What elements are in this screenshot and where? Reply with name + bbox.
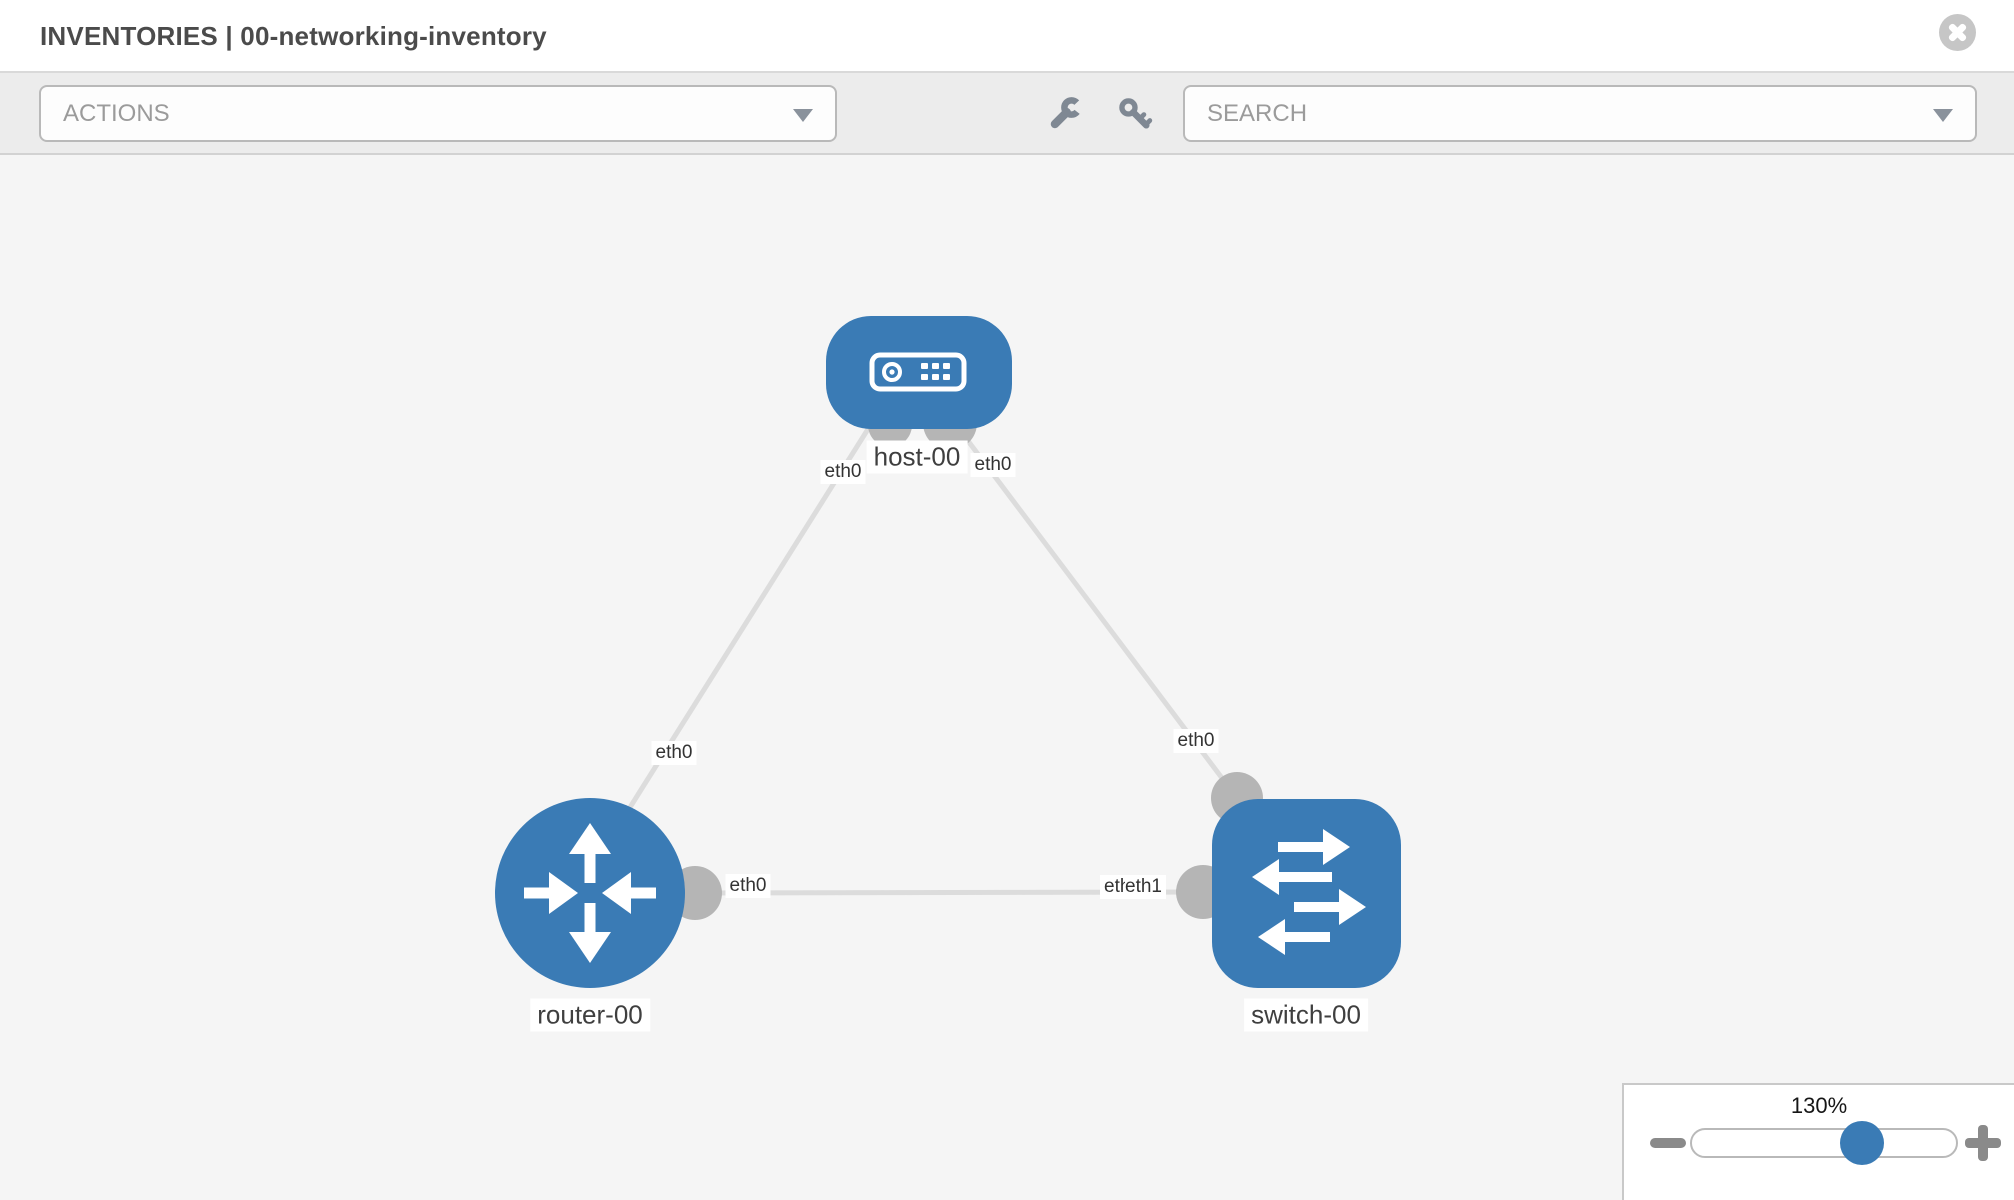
host-icon <box>869 352 967 392</box>
node-label-switch-00: switch-00 <box>1244 998 1368 1032</box>
node-router-00[interactable] <box>495 798 685 988</box>
actions-dropdown[interactable]: ACTIONS <box>39 85 837 142</box>
node-switch-00[interactable] <box>1212 799 1401 988</box>
zoom-slider-handle[interactable] <box>1840 1121 1884 1165</box>
zoom-level: 130% <box>1790 1093 1848 1118</box>
header: INVENTORIES | 00-networking-inventory <box>0 0 2014 73</box>
zoom-slider[interactable] <box>1690 1128 1958 1158</box>
chevron-down-icon <box>793 109 813 122</box>
router-icon <box>524 823 656 963</box>
interface-label-switch-eth1-to-router: eth0eth1 <box>1100 875 1166 899</box>
interface-label-overlapped: eth0 <box>1104 876 1125 897</box>
toolbar: ACTIONS SEARCH <box>0 73 2014 155</box>
interface-label-router-eth0-to-host: eth0 <box>651 741 697 765</box>
wrench-icon[interactable] <box>1046 95 1084 133</box>
zoom-panel: 130% <box>1622 1083 2014 1200</box>
topology-canvas[interactable]: host-00 router-00 switch-00 eth0 eth0 et… <box>0 155 2014 1200</box>
interface-label-host-eth0-to-router: eth0 <box>820 460 866 484</box>
node-label-host-00: host-00 <box>866 440 968 474</box>
actions-dropdown-label: ACTIONS <box>63 100 170 127</box>
search-dropdown-label: SEARCH <box>1207 100 1308 127</box>
interface-label-router-eth0-to-switch: eth0 <box>725 874 771 898</box>
node-label-router-00: router-00 <box>530 998 650 1032</box>
interface-label-switch-eth0-to-host: eth0 <box>1173 729 1219 753</box>
key-icon[interactable] <box>1116 95 1154 133</box>
zoom-out-button[interactable] <box>1650 1138 1686 1148</box>
chevron-down-icon <box>1933 109 1953 122</box>
search-dropdown[interactable]: SEARCH <box>1183 85 1977 142</box>
zoom-in-button[interactable] <box>1965 1125 2001 1161</box>
link-host00-router00[interactable] <box>597 408 883 857</box>
page-title: INVENTORIES | 00-networking-inventory <box>40 21 547 51</box>
close-button[interactable] <box>1939 14 1976 51</box>
node-host-00[interactable] <box>826 316 1012 429</box>
switch-icon <box>1252 829 1366 955</box>
interface-label-host-eth0-to-switch: eth0 <box>970 453 1016 477</box>
